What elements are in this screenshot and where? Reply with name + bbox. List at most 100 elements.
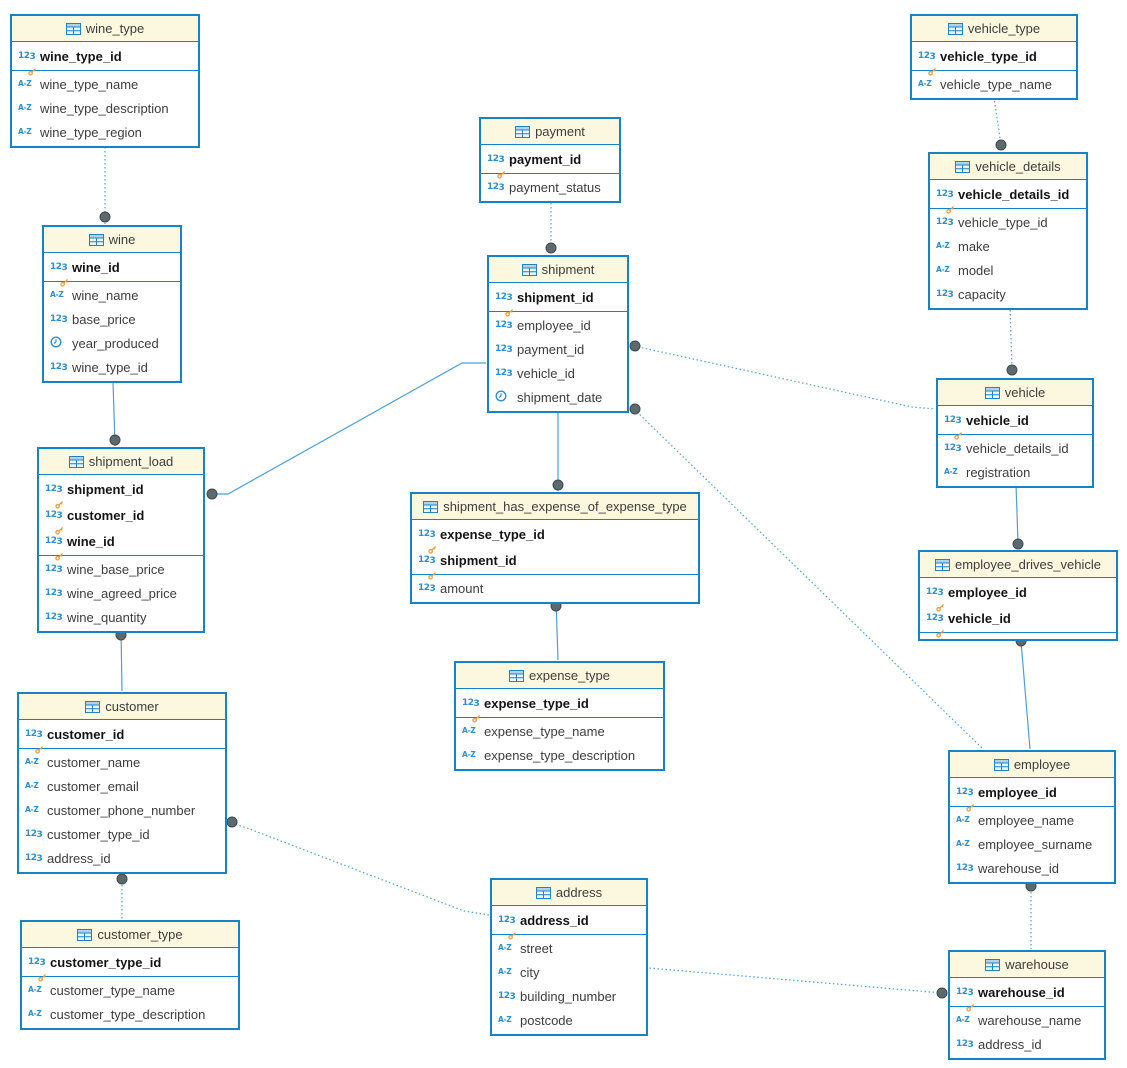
relationship-warehouse-address[interactable] — [648, 967, 943, 994]
pk-row-customer_type_id[interactable]: 123 customer_type_id — [22, 949, 238, 982]
column-row-building_number[interactable]: 123 building_number — [492, 984, 646, 1008]
pk-row-wine_type_id[interactable]: 123 wine_type_id — [12, 43, 198, 76]
column-row-wine_type_region[interactable]: A-Z wine_type_region — [12, 120, 198, 144]
relationship-shipment-vehicle[interactable] — [633, 345, 936, 410]
table-header[interactable]: payment — [481, 119, 619, 145]
column-row-expense_type_description[interactable]: A-Z expense_type_description — [456, 743, 663, 767]
table-address[interactable]: address 123 address_id A-Z street A-Z ci… — [490, 878, 648, 1036]
pk-row-shipment_id[interactable]: 123 shipment_id — [412, 547, 698, 580]
relationship-shipment-employee[interactable] — [633, 408, 984, 750]
column-row-warehouse_name[interactable]: A-Z warehouse_name — [950, 1008, 1104, 1032]
column-row-payment_status[interactable]: 123 payment_status — [481, 175, 619, 199]
column-row-vehicle_details_id[interactable]: 123 vehicle_details_id — [938, 436, 1092, 460]
column-row-city[interactable]: A-Z city — [492, 960, 646, 984]
column-row-customer_type_name[interactable]: A-Z customer_type_name — [22, 978, 238, 1002]
column-row-customer_email[interactable]: A-Z customer_email — [19, 774, 225, 798]
table-header[interactable]: warehouse — [950, 952, 1104, 978]
table-employee_drives_vehicle[interactable]: employee_drives_vehicle 123 employee_id … — [918, 550, 1118, 641]
pk-row-vehicle_details_id[interactable]: 123 vehicle_details_id — [930, 181, 1086, 214]
table-header[interactable]: address — [492, 880, 646, 906]
table-shipment_has_expense_of_expense_type[interactable]: shipment_has_expense_of_expense_type 123… — [410, 492, 700, 604]
pk-row-employee_id[interactable]: 123 employee_id — [950, 779, 1114, 812]
pk-row-shipment_id[interactable]: 123 shipment_id — [489, 284, 627, 317]
relationship-employee_drives_vehicle-employee[interactable] — [1020, 640, 1031, 750]
column-row-capacity[interactable]: 123 capacity — [930, 282, 1086, 306]
column-row-employee_surname[interactable]: A-Z employee_surname — [950, 832, 1114, 856]
pk-row-vehicle_id[interactable]: 123 vehicle_id — [920, 605, 1116, 638]
table-header[interactable]: expense_type — [456, 663, 663, 689]
pk-row-address_id[interactable]: 123 address_id — [492, 907, 646, 940]
table-header[interactable]: vehicle_type — [912, 16, 1076, 42]
relationship-vehicle-vehicle_details[interactable] — [1009, 305, 1013, 371]
column-row-employee_id[interactable]: 123 employee_id — [489, 313, 627, 337]
table-warehouse[interactable]: warehouse 123 warehouse_id A-Z warehouse… — [948, 950, 1106, 1060]
table-customer_type[interactable]: customer_type 123 customer_type_id A-Z c… — [20, 920, 240, 1030]
pk-row-customer_id[interactable]: 123 customer_id — [19, 721, 225, 754]
pk-row-shipment_id[interactable]: 123 shipment_id — [39, 476, 203, 509]
column-row-customer_type_description[interactable]: A-Z customer_type_description — [22, 1002, 238, 1026]
pk-row-customer_id[interactable]: 123 customer_id — [39, 502, 203, 535]
table-wine_type[interactable]: wine_type 123 wine_type_id A-Z wine_type… — [10, 14, 200, 148]
pk-row-wine_id[interactable]: 123 wine_id — [39, 528, 203, 561]
column-row-vehicle_id[interactable]: 123 vehicle_id — [489, 361, 627, 385]
column-row-address_id[interactable]: 123 address_id — [19, 846, 225, 870]
pk-row-vehicle_id[interactable]: 123 vehicle_id — [938, 407, 1092, 440]
pk-row-employee_id[interactable]: 123 employee_id — [920, 579, 1116, 612]
pk-row-expense_type_id[interactable]: 123 expense_type_id — [456, 690, 663, 723]
relationship-customer-address[interactable] — [227, 821, 490, 916]
column-row-payment_id[interactable]: 123 payment_id — [489, 337, 627, 361]
relationship-shipment_load-shipment[interactable] — [207, 362, 486, 495]
column-row-make[interactable]: A-Z make — [930, 234, 1086, 258]
table-vehicle_details[interactable]: vehicle_details 123 vehicle_details_id 1… — [928, 152, 1088, 310]
table-header[interactable]: shipment_load — [39, 449, 203, 475]
pk-row-warehouse_id[interactable]: 123 warehouse_id — [950, 979, 1104, 1012]
table-header[interactable]: wine — [44, 227, 180, 253]
column-row-vehicle_type_id[interactable]: 123 vehicle_type_id — [930, 210, 1086, 234]
table-header[interactable]: wine_type — [12, 16, 198, 42]
column-row-expense_type_name[interactable]: A-Z expense_type_name — [456, 719, 663, 743]
table-shipment[interactable]: shipment 123 shipment_id 123 employee_id… — [487, 255, 629, 413]
pk-row-wine_id[interactable]: 123 wine_id — [44, 254, 180, 287]
table-header[interactable]: customer — [19, 694, 225, 720]
column-row-customer_phone_number[interactable]: A-Z customer_phone_number — [19, 798, 225, 822]
table-employee[interactable]: employee 123 employee_id A-Z employee_na… — [948, 750, 1116, 884]
column-row-vehicle_type_name[interactable]: A-Z vehicle_type_name — [912, 72, 1076, 96]
column-row-customer_name[interactable]: A-Z customer_name — [19, 750, 225, 774]
column-row-wine_quantity[interactable]: 123 wine_quantity — [39, 605, 203, 629]
table-payment[interactable]: payment 123 payment_id 123 payment_statu… — [479, 117, 621, 203]
table-vehicle[interactable]: vehicle 123 vehicle_id 123 vehicle_detai… — [936, 378, 1094, 488]
table-customer[interactable]: customer 123 customer_id A-Z customer_na… — [17, 692, 227, 874]
column-row-employee_name[interactable]: A-Z employee_name — [950, 808, 1114, 832]
column-row-customer_type_id[interactable]: 123 customer_type_id — [19, 822, 225, 846]
pk-row-payment_id[interactable]: 123 payment_id — [481, 146, 619, 179]
column-row-wine_name[interactable]: A-Z wine_name — [44, 283, 180, 307]
table-header[interactable]: employee — [950, 752, 1114, 778]
column-row-base_price[interactable]: 123 base_price — [44, 307, 180, 331]
table-header[interactable]: shipment_has_expense_of_expense_type — [412, 494, 698, 520]
relationship-vehicle_details-vehicle_type[interactable] — [993, 96, 1002, 146]
column-row-year_produced[interactable]: year_produced — [44, 331, 180, 355]
pk-row-vehicle_type_id[interactable]: 123 vehicle_type_id — [912, 43, 1076, 76]
table-header[interactable]: shipment — [489, 257, 627, 283]
column-row-street[interactable]: A-Z street — [492, 936, 646, 960]
table-header[interactable]: employee_drives_vehicle — [920, 552, 1116, 578]
table-header[interactable]: vehicle — [938, 380, 1092, 406]
table-header[interactable]: customer_type — [22, 922, 238, 948]
column-row-shipment_date[interactable]: shipment_date — [489, 385, 627, 409]
column-row-wine_type_name[interactable]: A-Z wine_type_name — [12, 72, 198, 96]
table-expense_type[interactable]: expense_type 123 expense_type_id A-Z exp… — [454, 661, 665, 771]
table-vehicle_type[interactable]: vehicle_type 123 vehicle_type_id A-Z veh… — [910, 14, 1078, 100]
column-row-model[interactable]: A-Z model — [930, 258, 1086, 282]
table-shipment_load[interactable]: shipment_load 123 shipment_id 123 custom… — [37, 447, 205, 633]
table-header[interactable]: vehicle_details — [930, 154, 1086, 180]
column-row-wine_type_description[interactable]: A-Z wine_type_description — [12, 96, 198, 120]
column-row-address_id[interactable]: 123 address_id — [950, 1032, 1104, 1056]
column-row-wine_agreed_price[interactable]: 123 wine_agreed_price — [39, 581, 203, 605]
column-row-wine_type_id[interactable]: 123 wine_type_id — [44, 355, 180, 379]
table-wine[interactable]: wine 123 wine_id A-Z wine_name 123 base_… — [42, 225, 182, 383]
column-row-registration[interactable]: A-Z registration — [938, 460, 1092, 484]
relationship-employee_drives_vehicle-vehicle[interactable] — [1015, 483, 1019, 544]
column-row-wine_base_price[interactable]: 123 wine_base_price — [39, 557, 203, 581]
column-row-amount[interactable]: 123 amount — [412, 576, 698, 600]
column-row-warehouse_id[interactable]: 123 warehouse_id — [950, 856, 1114, 880]
